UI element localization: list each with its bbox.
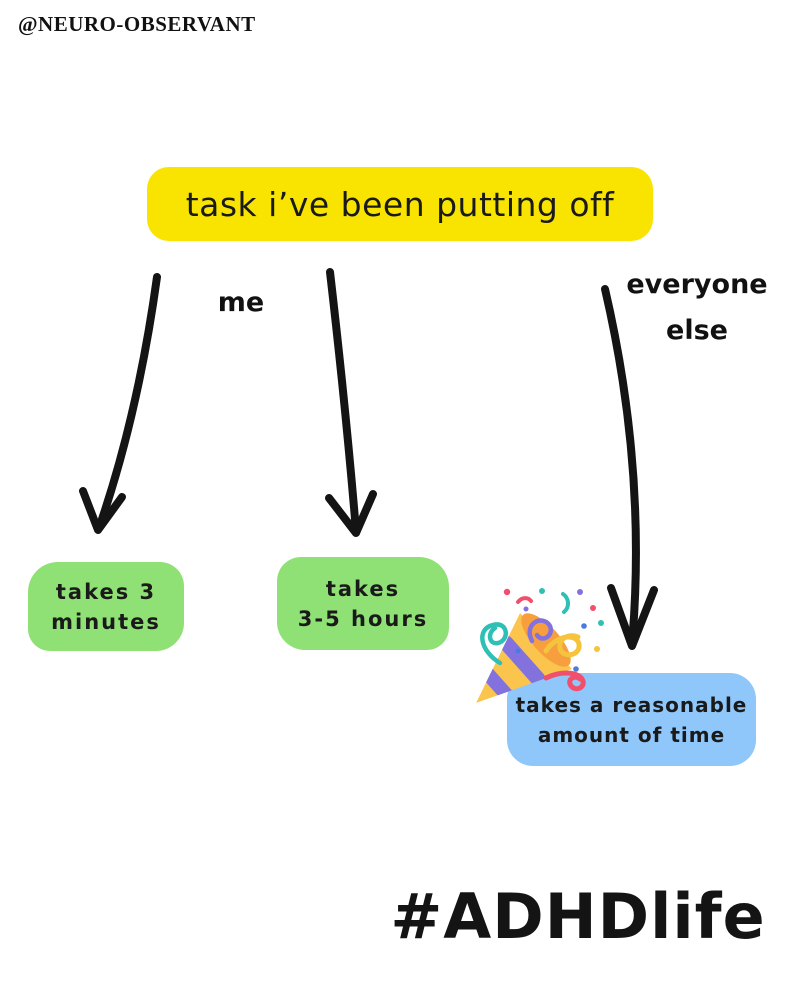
outcome-line: 3-5 hours — [297, 606, 429, 631]
outcome-line: takes a reasonable — [515, 692, 748, 717]
outcome-box-takes-3-minutes: takes 3 minutes — [28, 562, 184, 651]
arrow-me-left-icon — [79, 273, 161, 534]
outcome-box-reasonable-time: takes a reasonable amount of time — [507, 673, 756, 766]
title-text: task i’ve been putting off — [185, 184, 615, 224]
branch-label-everyone-line2: else — [666, 315, 728, 346]
outcome-line: takes — [325, 576, 401, 601]
arrow-me-middle-icon — [325, 268, 377, 537]
branch-label-everyone-line1: everyone — [626, 269, 768, 300]
outcome-box-takes-3-5-hours: takes 3-5 hours — [277, 557, 449, 650]
hashtag-text: #ADHDlife — [390, 880, 766, 953]
branch-label-everyone-else: everyone else — [612, 262, 782, 354]
watermark-handle: @NEURO-OBSERVANT — [18, 12, 256, 36]
branch-label-me: me — [217, 287, 265, 318]
outcome-line: minutes — [51, 609, 161, 634]
outcome-line: takes 3 — [55, 579, 157, 604]
title-box: task i’ve been putting off — [147, 167, 653, 241]
outcome-line: amount of time — [537, 722, 726, 747]
